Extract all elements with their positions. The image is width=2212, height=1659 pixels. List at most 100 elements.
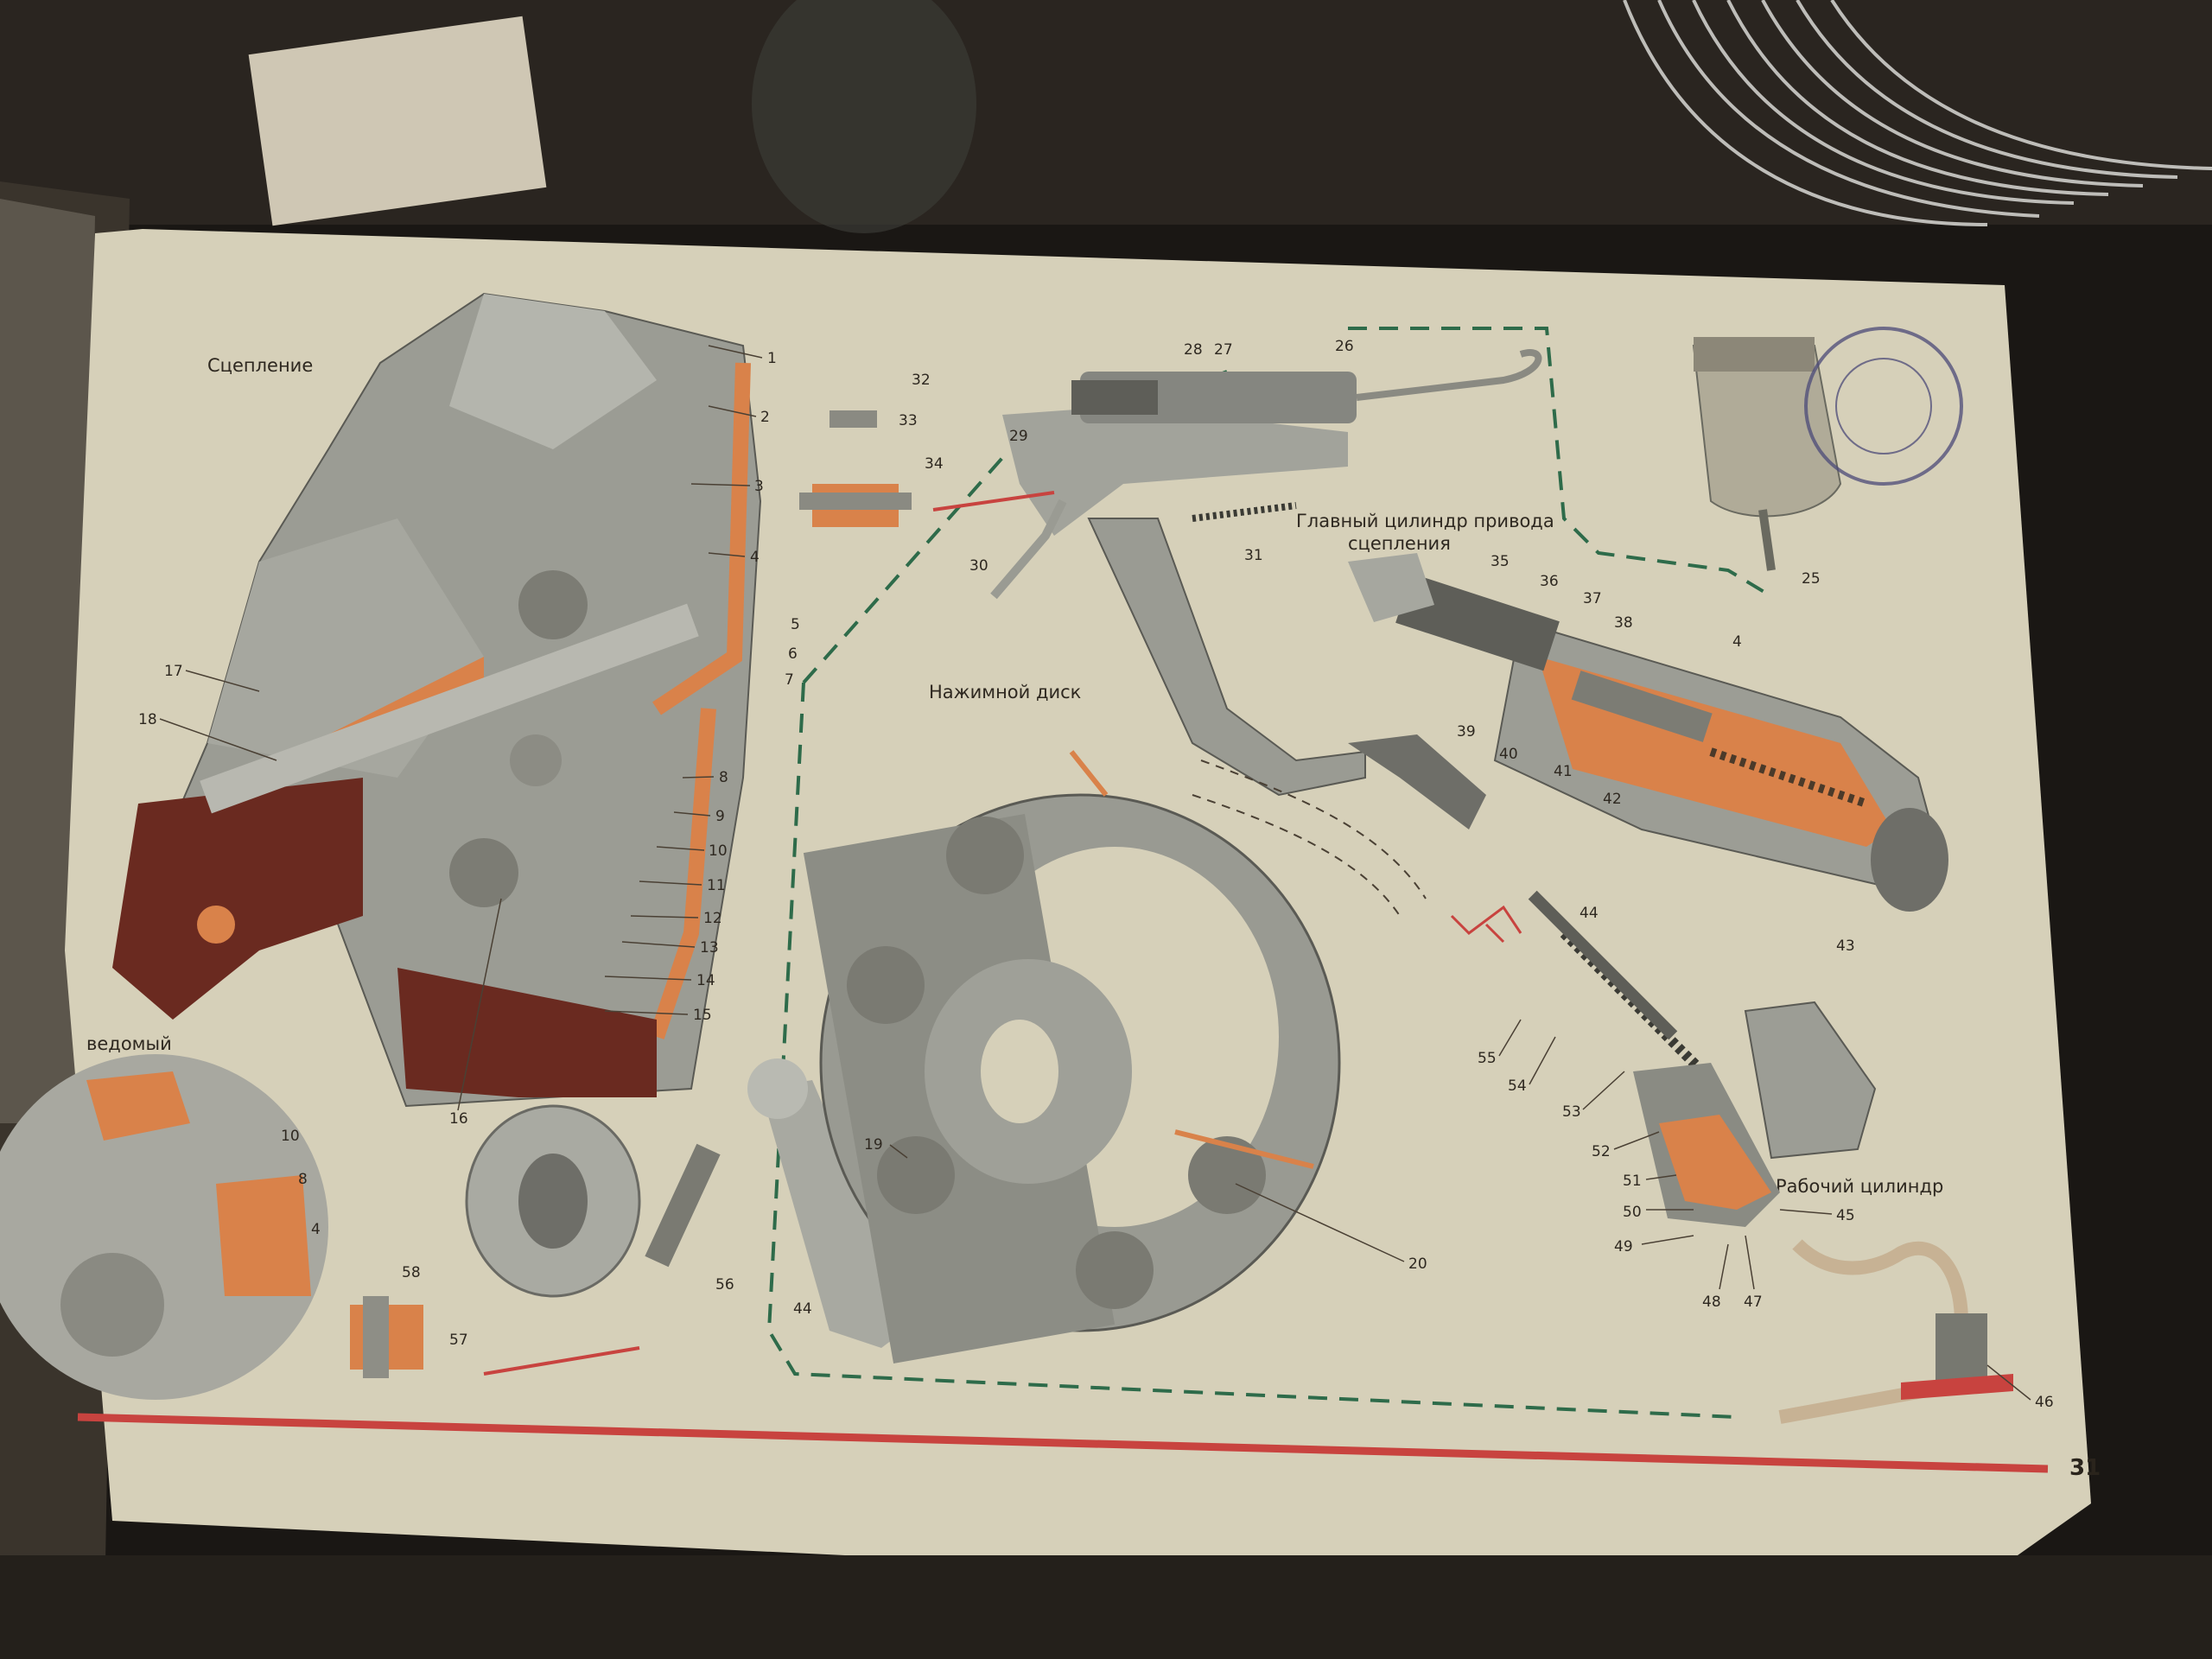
reservoir-body (1692, 345, 1842, 518)
master-cylinder-section: 35 36 37 38 4 39 40 41 42 43 (1348, 553, 1948, 955)
label-26: 26 (1335, 338, 1354, 355)
lower-cloth (0, 1555, 2212, 1659)
sc-red-bracket (1901, 1374, 2013, 1400)
label-48: 48 (1702, 1294, 1721, 1311)
label-52: 52 (1592, 1143, 1611, 1160)
label-56: 56 (715, 1276, 734, 1294)
label-43: 43 (1836, 938, 1855, 955)
label-44-sc: 44 (1580, 905, 1599, 922)
red-border-stripe (77, 1413, 2049, 1473)
pp-spring-3 (877, 1136, 955, 1214)
label-2: 2 (760, 409, 770, 426)
release-fork-spring (645, 1143, 721, 1268)
label-6: 6 (788, 645, 798, 663)
label-46: 46 (2035, 1394, 2054, 1411)
spring-3 (510, 734, 562, 786)
brake-pipe (1356, 349, 1542, 401)
label-58: 58 (402, 1264, 421, 1281)
label-15: 15 (693, 1007, 712, 1024)
label-16: 16 (449, 1110, 468, 1128)
label-9: 9 (715, 808, 725, 825)
leaders-pp (889, 1144, 1405, 1262)
label-12: 12 (703, 910, 722, 927)
label-19: 19 (864, 1136, 883, 1154)
mc-boot (1395, 573, 1560, 671)
label-11: 11 (707, 877, 726, 894)
label-dd-4: 4 (311, 1221, 321, 1238)
label-32: 32 (912, 372, 931, 389)
page-number: 31 (2069, 1455, 2101, 1481)
label-29: 29 (1009, 428, 1028, 445)
mc-bracket (1348, 553, 1434, 622)
label-47: 47 (1744, 1294, 1763, 1311)
label-3: 3 (754, 478, 764, 495)
clutch-pedal-assembly: 26 27 28 29 30 31 (932, 338, 1542, 917)
label-5: 5 (791, 616, 800, 633)
spring-2 (449, 838, 518, 907)
shaft-end (197, 906, 235, 944)
cutaway-orange-edge (649, 362, 751, 1039)
sc-fitting (1936, 1313, 1987, 1382)
pp-spring-1 (946, 817, 1024, 894)
label-7: 7 (785, 671, 794, 689)
label-18: 18 (138, 711, 157, 728)
label-31: 31 (1244, 547, 1263, 564)
pedal-rod-30 (990, 499, 1067, 600)
master-cylinder-boot (1071, 380, 1158, 415)
label-41: 41 (1554, 763, 1573, 780)
caption-clutch: Сцепление (207, 355, 313, 376)
caption-slave-cylinder: Рабочий цилиндр (1776, 1176, 1943, 1197)
label-17: 17 (164, 663, 183, 680)
pedal-dashed-travel (1192, 760, 1427, 917)
sc-cutaway (1659, 1115, 1771, 1210)
label-33: 33 (899, 412, 918, 429)
caption-driven-disc: ведомый (86, 1033, 172, 1054)
bolt-58 (363, 1296, 389, 1378)
label-10: 10 (709, 842, 728, 860)
pp-spring-4 (1076, 1231, 1154, 1309)
slave-cylinder-assembly: 44 55 54 53 52 51 50 49 48 47 45 46 (1450, 890, 2054, 1424)
paper-scrap (248, 16, 547, 226)
label-dd-8: 8 (298, 1171, 308, 1188)
label-55: 55 (1478, 1050, 1497, 1067)
leaders-clutch (159, 345, 763, 1111)
caption-master-cylinder-1: Главный цилиндр привода (1296, 511, 1554, 531)
friction-lining (86, 1071, 311, 1296)
label-20: 20 (1408, 1255, 1427, 1273)
pp-cutaway (1069, 750, 1314, 1169)
label-45: 45 (1836, 1207, 1855, 1224)
pp-spring-2 (847, 946, 925, 1024)
stamp-seal (1804, 327, 1963, 486)
sc-bracket (1744, 1001, 1877, 1160)
label-4-mc: 4 (1732, 633, 1742, 651)
label-30: 30 (969, 557, 988, 575)
pin-33 (830, 410, 877, 428)
lever-eye (747, 1058, 808, 1119)
group-dashed-line (766, 327, 1773, 1419)
fluid-reservoir: 25 (1692, 327, 1963, 588)
caption-master-cylinder-2: сцепления (1348, 533, 1451, 554)
reservoir-outlet (1758, 509, 1776, 571)
label-40: 40 (1499, 746, 1518, 763)
sc-rod (1528, 890, 1678, 1040)
mc-spring (1709, 747, 1868, 808)
label-39: 39 (1457, 723, 1476, 741)
label-38: 38 (1614, 614, 1633, 632)
pedal-pad (1348, 734, 1486, 830)
reservoir-cap (1694, 337, 1815, 372)
release-lever-44 (760, 1080, 916, 1348)
spring-1 (518, 570, 588, 639)
label-35: 35 (1491, 553, 1510, 570)
glass-bottle (752, 0, 976, 233)
pp-spring-5 (1188, 1136, 1266, 1214)
mc-piston (1571, 671, 1713, 742)
sc-hose (1778, 1239, 1979, 1424)
label-53: 53 (1562, 1103, 1581, 1121)
label-49: 49 (1614, 1238, 1633, 1255)
label-4: 4 (750, 549, 760, 566)
driven-disc: 10 8 4 (0, 1054, 328, 1400)
leaders-sc (1498, 1019, 2031, 1401)
stamp-inner (1835, 358, 1932, 454)
label-14: 14 (696, 972, 715, 989)
label-36: 36 (1540, 573, 1559, 590)
